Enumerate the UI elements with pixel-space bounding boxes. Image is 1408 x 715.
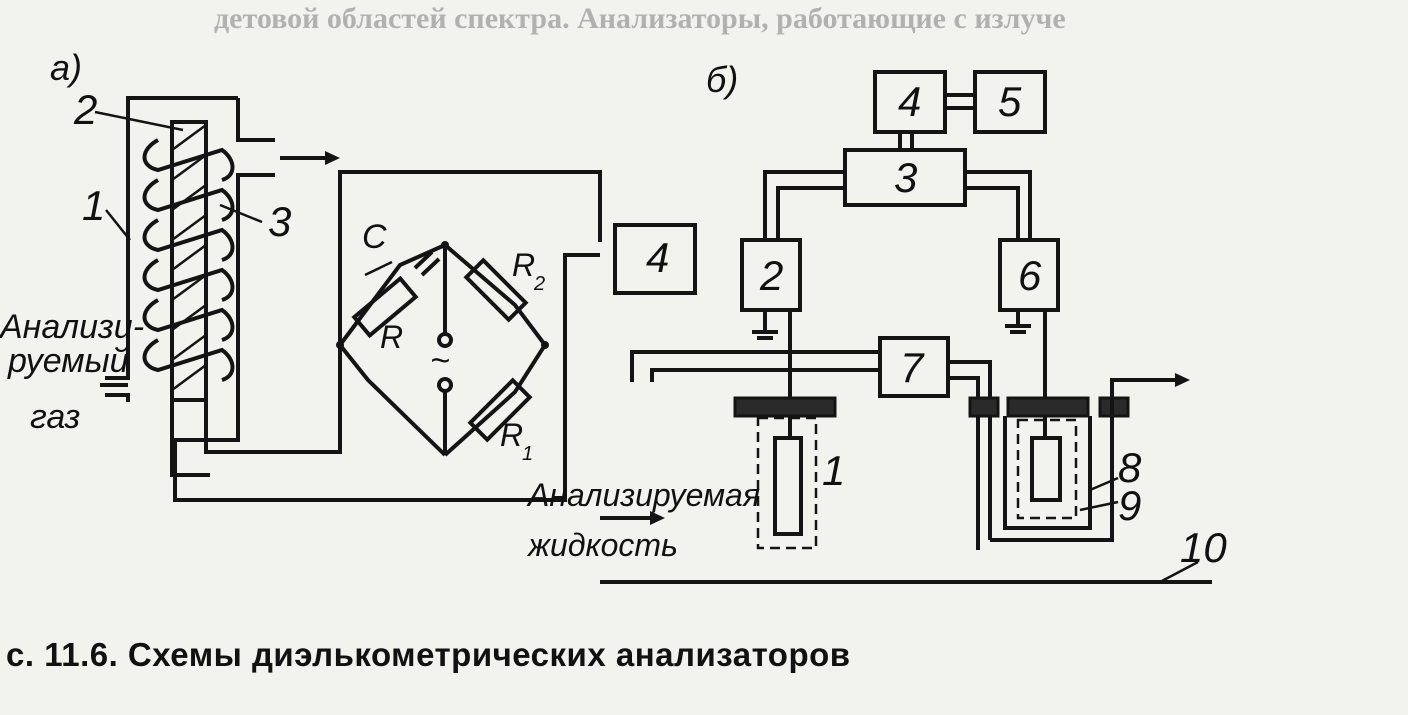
label-vessel-1: 1 [82, 182, 105, 229]
label-capacitor-c: C [362, 218, 387, 256]
label-base-10: 10 [1180, 524, 1227, 571]
label-block-5: 5 [998, 78, 1022, 125]
panel-label-b: б) [706, 59, 738, 100]
diagram-a: а) 1 [0, 47, 697, 502]
label-block-7: 7 [900, 344, 925, 391]
base-10: 10 [600, 524, 1227, 584]
block-2: 2 [740, 238, 802, 312]
coil-3 [142, 138, 235, 382]
panel-label-a: а) [50, 47, 82, 88]
resistor-r1: R 1 [467, 377, 533, 465]
block-3: 3 [843, 148, 967, 207]
gas-label-line3: газ [30, 398, 80, 436]
label-resistor-r2: R [512, 247, 535, 283]
liquid-label-line2: жидкость [526, 527, 678, 563]
label-rod-2: 2 [73, 86, 97, 133]
gas-outlet-arrow [280, 151, 340, 165]
label-cell-1: 1 [822, 447, 845, 494]
vessel-8-9: 8 9 [990, 398, 1142, 542]
label-block-4: 4 [898, 78, 921, 125]
block-5: 5 [973, 70, 1047, 134]
liquid-inlet: Анализируемая жидкость [526, 477, 760, 563]
diagram-b: б) 4 5 3 2 6 [526, 59, 1227, 584]
label-resistor-r2-sub: 2 [533, 273, 545, 295]
capacitor-c: C [362, 218, 441, 277]
resistor-r: R [351, 260, 419, 355]
label-vessel-8: 8 [1118, 444, 1142, 491]
label-resistor-r1: R [500, 417, 523, 453]
label-ac-source: ~ [430, 342, 450, 380]
lids [733, 396, 1130, 418]
gas-label-line2: руемый [7, 342, 129, 380]
block-7: 7 [878, 336, 950, 398]
block-4: 4 [873, 70, 947, 134]
meter-4: 4 [613, 223, 697, 295]
cell-1: 1 [756, 416, 845, 550]
block-6: 6 [998, 238, 1060, 312]
rod-2-with-coil-3: 2 3 [73, 86, 602, 477]
ac-source: ~ [430, 245, 453, 455]
label-resistor-r1-sub: 1 [522, 443, 533, 465]
label-block-2: 2 [759, 252, 783, 299]
ground-symbols [752, 310, 1031, 340]
label-meter-4: 4 [646, 234, 669, 281]
label-block-6: 6 [1018, 252, 1042, 299]
label-coil-3: 3 [268, 198, 291, 245]
bleed-through-text: детовой областей спектра. Анализаторы, р… [214, 2, 1066, 35]
label-block-3: 3 [894, 154, 917, 201]
outlet-arrow [1110, 373, 1190, 398]
bridge-circuit: C R R 2 R 1 ~ [336, 218, 549, 465]
vessel-1: 1 [82, 96, 600, 502]
gas-label-line1: Анализи- [0, 308, 144, 346]
label-resistor-r: R [380, 319, 403, 355]
figure-caption: с. 11.6. Схемы диэлькометрических анализ… [6, 636, 851, 673]
gas-inlet: Анализи- руемый газ [0, 308, 144, 436]
label-vessel-9: 9 [1118, 482, 1141, 529]
liquid-label-line1: Анализируемая [526, 477, 760, 513]
resistor-r2: R 2 [463, 247, 545, 323]
